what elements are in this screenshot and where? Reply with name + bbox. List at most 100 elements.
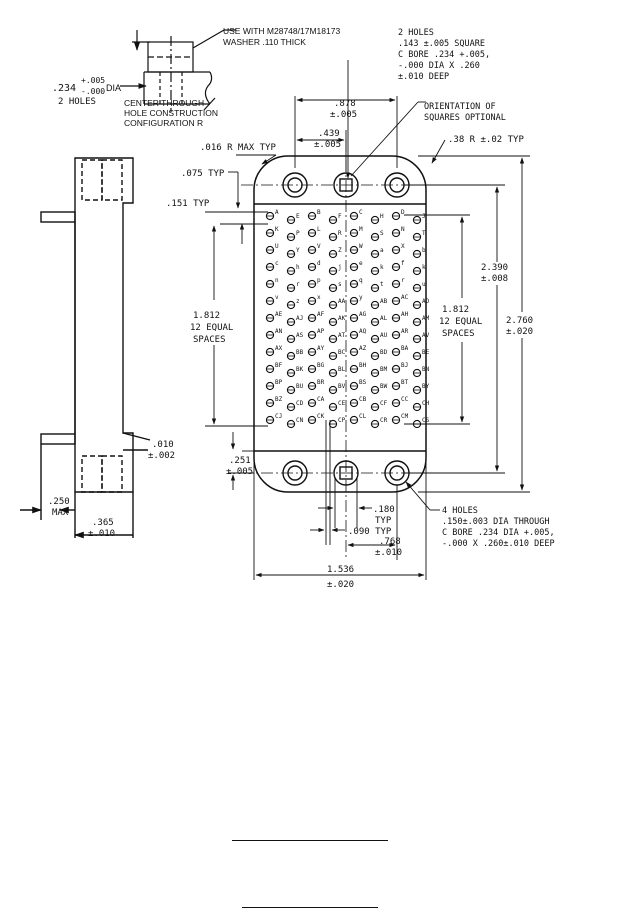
contact-pin (349, 211, 359, 221)
contact-pin (370, 402, 380, 412)
contact-pin (391, 262, 401, 272)
contact-pin (328, 402, 338, 412)
contact-pin (328, 249, 338, 259)
contact-pin (286, 249, 296, 259)
contact-pin-label: R (338, 230, 342, 237)
contact-pin (286, 402, 296, 412)
dim-1536: 1.536 (327, 565, 354, 575)
contact-pin-label: AT (338, 332, 346, 339)
contact-pin (307, 245, 317, 255)
contact-pin (412, 283, 422, 293)
contact-pin-label: M (359, 226, 363, 233)
contact-pin (286, 232, 296, 242)
contact-pin (286, 283, 296, 293)
contact-pin (370, 300, 380, 310)
contact-pin-label: AN (275, 328, 283, 335)
square-note-line5: ±.010 DEEP (398, 72, 449, 82)
contact-pin-label: CN (296, 417, 304, 424)
washer-detail (120, 29, 236, 112)
contact-pin (370, 351, 380, 361)
contact-pin (265, 296, 275, 306)
contact-pin-label: AL (380, 315, 388, 322)
contact-pin-label: BC (338, 349, 346, 356)
contact-pin (349, 415, 359, 425)
dim-878: .878 (334, 99, 356, 109)
dim-1812-right-l2: 12 EQUAL (439, 317, 482, 327)
contact-pin (328, 368, 338, 378)
dim-251: .251 (229, 456, 251, 466)
contact-pin-label: CP (338, 417, 346, 424)
contact-pin-label: k (422, 264, 426, 271)
contact-pin (412, 249, 422, 259)
contact-pin-label: Y (296, 247, 300, 254)
dim-1812-left: 1.812 (193, 311, 220, 321)
contact-pin-label: BB (296, 349, 304, 356)
contact-pin-label: CB (359, 396, 367, 403)
contact-pin-label: BF (275, 362, 283, 369)
square-note-line3: C BORE .234 +.005, (398, 50, 490, 60)
contact-pin-label: AA (338, 298, 346, 305)
contact-pin (328, 419, 338, 429)
dia-tol-minus: -.000 (81, 87, 105, 96)
bottom-note-line1: 4 HOLES (442, 506, 478, 516)
contact-pin-label: AG (359, 311, 367, 318)
contact-pin-label: t (380, 281, 384, 288)
contact-pin-label: BW (380, 383, 388, 390)
dim-250-max: MAX (52, 508, 69, 518)
contact-pin (286, 334, 296, 344)
contact-pin (412, 232, 422, 242)
contact-pin (265, 364, 275, 374)
mounting-hole-bottom-left (282, 460, 308, 486)
contact-pin (370, 266, 380, 276)
contact-pin-label: BR (317, 379, 325, 386)
contact-pin (349, 398, 359, 408)
bottom-note-line2: .150±.003 DIA THROUGH (442, 517, 549, 527)
contact-pin (286, 368, 296, 378)
contact-pin-label: BS (359, 379, 367, 386)
contact-pin (349, 381, 359, 391)
contact-pin (265, 262, 275, 272)
contact-pin (349, 330, 359, 340)
dim-2390-tol: ±.008 (481, 274, 508, 284)
contact-pin-grid: AKUcnvAEANAXBFBPBZCJEPYhrzAJASBBBKBUCDCN… (265, 209, 430, 429)
contact-pin (286, 385, 296, 395)
contact-pin-label: d (317, 260, 321, 267)
contact-pin (328, 334, 338, 344)
contact-pin-label: CJ (275, 413, 282, 420)
dim-1812-left-l2: 12 EQUAL (190, 323, 233, 333)
contact-pin (391, 228, 401, 238)
contact-pin-label: CE (338, 400, 346, 407)
contact-pin (370, 249, 380, 259)
contact-pin-label: e (359, 260, 363, 267)
contact-pin-label: c (275, 260, 279, 267)
contact-pin (412, 266, 422, 276)
contact-pin-label: J (422, 213, 426, 220)
contact-pin-label: F (338, 213, 342, 220)
contact-pin-label: N (401, 226, 405, 233)
square-note-line1: 2 HOLES (398, 28, 434, 38)
contact-pin (391, 313, 401, 323)
contact-pin-label: AD (422, 298, 430, 305)
square-hole-bottom (333, 460, 359, 486)
contact-pin (370, 419, 380, 429)
contact-pin (265, 228, 275, 238)
contact-pin (370, 334, 380, 344)
contact-pin-label: CF (380, 400, 388, 407)
contact-pin (307, 415, 317, 425)
contact-pin (412, 215, 422, 225)
dim-016-radius: .016 R MAX TYP (200, 143, 276, 153)
contact-pin-label: H (380, 213, 384, 220)
contact-pin-label: CK (317, 413, 325, 420)
square-note-line4: -.000 DIA X .260 (398, 61, 480, 71)
contact-pin-label: AK (338, 315, 346, 322)
dim-365: .365 (92, 518, 114, 528)
contact-pin (328, 351, 338, 361)
contact-pin-label: a (380, 247, 384, 254)
contact-pin (265, 381, 275, 391)
contact-pin-label: K (275, 226, 279, 233)
side-view (20, 157, 151, 539)
contact-pin-label: CD (296, 400, 304, 407)
mounting-hole-top-left (282, 172, 308, 198)
contact-pin (391, 415, 401, 425)
